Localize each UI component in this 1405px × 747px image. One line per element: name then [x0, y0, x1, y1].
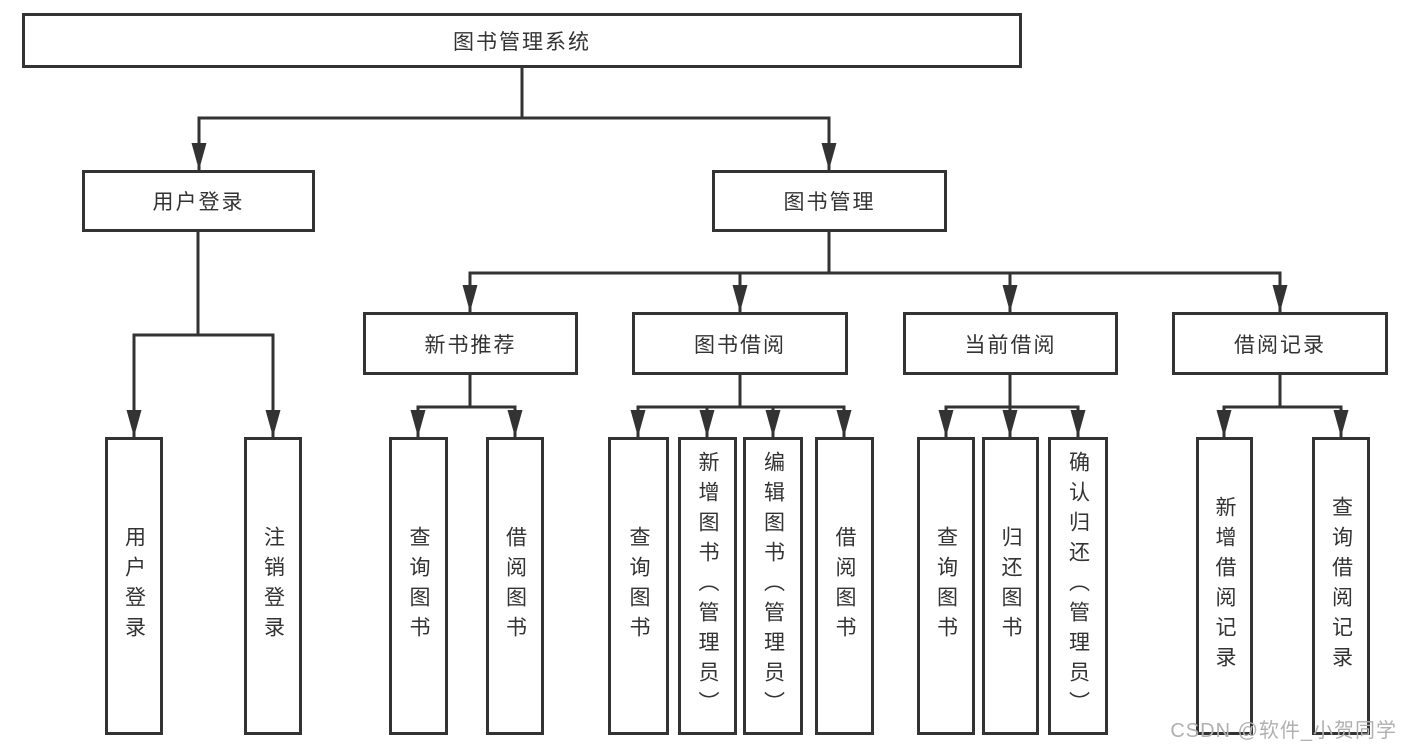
node-new-book-recommend-label: 新书推荐: [424, 333, 517, 357]
node-library-system-label: 图书管理系统: [453, 30, 591, 54]
leaf-query-borrow-record: 查询借阅记录: [1312, 437, 1370, 735]
leaf-query-books-borrow: 查询图书: [608, 437, 669, 735]
leaf-query-books-borrow-label: 查询图书: [627, 526, 650, 646]
node-book-borrow: 图书借阅: [632, 312, 848, 375]
node-user-login: 用户登录: [82, 170, 315, 232]
node-borrow-records-label: 借阅记录: [1234, 333, 1326, 357]
leaf-query-books-recommend: 查询图书: [389, 437, 448, 735]
node-book-management: 图书管理: [712, 170, 947, 232]
leaf-query-books-recommend-label: 查询图书: [407, 526, 430, 646]
leaf-borrow-books-recommend: 借阅图书: [486, 437, 544, 735]
leaf-borrow-books: 借阅图书: [815, 437, 874, 735]
leaf-add-borrow-record: 新增借阅记录: [1196, 437, 1253, 735]
leaf-user-login-label: 用户登录: [122, 526, 146, 646]
node-user-login-label: 用户登录: [152, 191, 245, 214]
leaf-add-books-admin: 新增图书（管理员）: [678, 437, 737, 735]
leaf-query-books-current: 查询图书: [917, 437, 975, 735]
leaf-return-books: 归还图书: [982, 437, 1039, 735]
leaf-return-books-label: 归还图书: [999, 526, 1022, 646]
leaf-user-login: 用户登录: [105, 437, 163, 735]
leaf-confirm-return-admin-label: 确认归还（管理员）: [1066, 451, 1090, 721]
node-book-management-label: 图书管理: [783, 191, 876, 214]
node-current-borrow: 当前借阅: [903, 312, 1118, 375]
leaf-query-books-current-label: 查询图书: [934, 526, 958, 646]
leaf-borrow-books-label: 借阅图书: [833, 526, 856, 646]
leaf-query-borrow-record-label: 查询借阅记录: [1329, 496, 1353, 676]
leaf-edit-books-admin: 编辑图书（管理员）: [743, 437, 803, 735]
leaf-borrow-books-recommend-label: 借阅图书: [503, 526, 527, 646]
node-new-book-recommend: 新书推荐: [363, 312, 578, 375]
node-book-borrow-label: 图书借阅: [694, 333, 786, 357]
leaf-logout: 注销登录: [244, 437, 302, 735]
node-library-system: 图书管理系统: [22, 13, 1022, 68]
leaf-add-borrow-record-label: 新增借阅记录: [1213, 496, 1236, 676]
node-current-borrow-label: 当前借阅: [964, 333, 1057, 357]
leaf-logout-label: 注销登录: [261, 526, 285, 646]
watermark: CSDN @软件_小贺同学: [1170, 720, 1397, 742]
leaf-edit-books-admin-label: 编辑图书（管理员）: [761, 451, 785, 721]
leaf-add-books-admin-label: 新增图书（管理员）: [696, 451, 719, 721]
node-borrow-records: 借阅记录: [1172, 312, 1388, 375]
leaf-confirm-return-admin: 确认归还（管理员）: [1048, 437, 1108, 735]
